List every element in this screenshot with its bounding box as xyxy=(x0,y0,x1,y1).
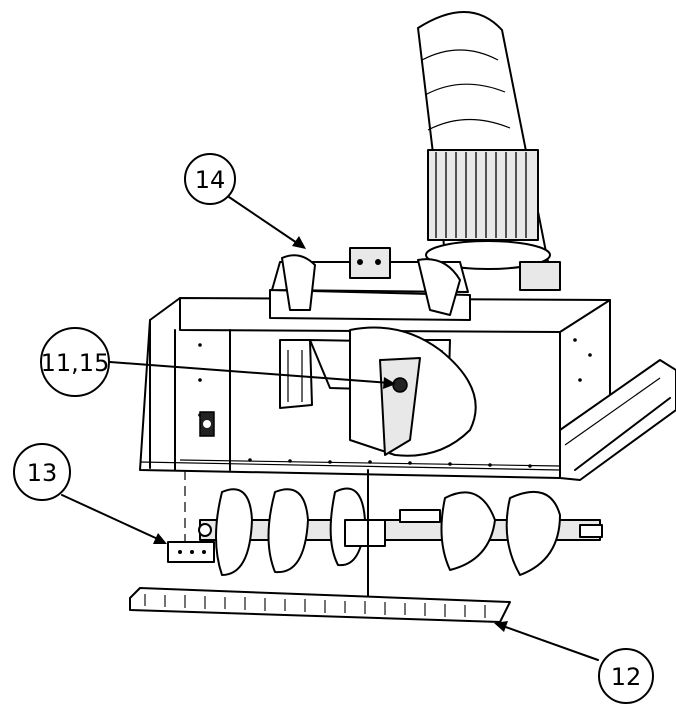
leader-lines xyxy=(61,194,599,661)
hitch-frame xyxy=(269,247,471,321)
callout-11-15: 11,15 xyxy=(40,327,110,397)
callout-13: 13 xyxy=(13,443,71,501)
discharge-chute xyxy=(417,11,561,291)
callout-14: 14 xyxy=(184,153,236,205)
callout-13-label: 13 xyxy=(27,459,58,487)
callout-12-label: 12 xyxy=(611,663,642,691)
skid-shoe xyxy=(559,359,676,481)
callout-11-15-label: 11,15 xyxy=(41,349,110,377)
callout-14-label: 14 xyxy=(195,166,226,194)
callout-12: 12 xyxy=(598,648,654,704)
auger xyxy=(198,469,603,601)
wear-block xyxy=(167,470,215,563)
cutting-edge xyxy=(129,587,511,623)
impeller xyxy=(349,326,477,457)
